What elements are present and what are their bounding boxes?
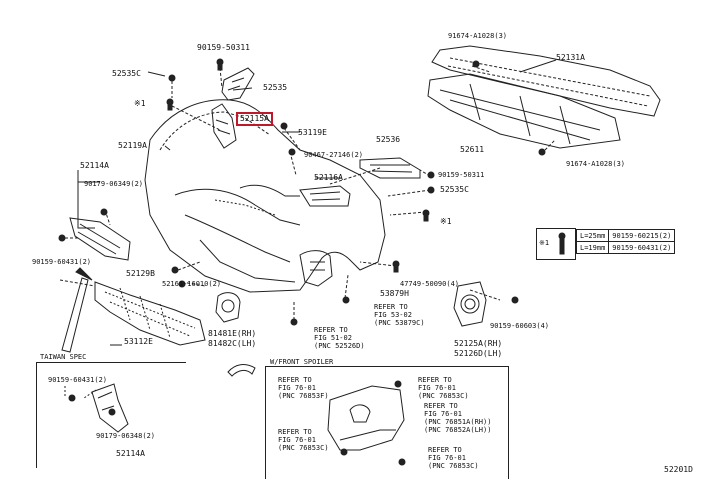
spoiler-ref-3-line3: (PNC 76851A(RH)) bbox=[424, 418, 492, 426]
label-52536: 52536 bbox=[376, 135, 401, 144]
label-91674-A1028-bottom: 91674-A1028(3) bbox=[566, 160, 626, 168]
spoiler-ref-1-line1: REFER TO bbox=[278, 376, 312, 384]
label-52114A-top: 52114A bbox=[80, 161, 109, 170]
fog-cover-81481E bbox=[215, 292, 241, 323]
spoiler-ref-4-line3: (PNC 76853C) bbox=[278, 444, 329, 452]
fastener-table: L=25mm 90159-60215(2) L=19mm 90159-60431… bbox=[575, 229, 676, 254]
table-icon bbox=[558, 232, 566, 255]
table-symbol-cell: ※1 bbox=[536, 228, 576, 260]
reinforcement-52131A bbox=[431, 45, 661, 117]
label-53112E: 53112E bbox=[124, 337, 153, 346]
ref-51-02-line1: REFER TO bbox=[314, 326, 348, 334]
label-52611: 52611 bbox=[460, 145, 485, 154]
bracket-52535 bbox=[221, 67, 255, 101]
front-spoiler-title: W/FRONT SPOILER bbox=[268, 358, 336, 366]
arrows bbox=[61, 267, 256, 377]
spoiler-ref-4-line1: REFER TO bbox=[278, 428, 312, 436]
label-52126D: 52126D(LH) bbox=[454, 349, 503, 358]
spoiler-ref-5-line2: FIG 76-01 bbox=[428, 454, 466, 462]
label-52161-16010: 52161-16010(2) bbox=[162, 280, 222, 288]
label-91674-A1028-top: 91674-A1028(3) bbox=[448, 32, 508, 40]
label-81481E: 81481E(RH) bbox=[208, 329, 257, 338]
leader-lines bbox=[59, 65, 556, 320]
table-row: L=19mm 90159-60431(2) bbox=[575, 241, 676, 254]
spoiler-ref-4[interactable]: REFER TO FIG 76-01 (PNC 76853C) bbox=[278, 428, 329, 452]
label-47749-50090: 47749-50090(4) bbox=[400, 280, 460, 288]
taiwan-spec-box bbox=[36, 362, 189, 468]
label-52131A: 52131A bbox=[556, 53, 585, 62]
spoiler-ref-5-line3: (PNC 76853C) bbox=[428, 462, 479, 470]
part-52116A bbox=[299, 185, 351, 207]
bracket-52114A bbox=[69, 217, 131, 261]
label-star1-right: ※1 bbox=[440, 217, 452, 226]
spoiler-ref-1-line2: FIG 76-01 bbox=[278, 384, 316, 392]
label-90179-06349: 90179-06349(2) bbox=[84, 180, 144, 188]
ref-51-02-line2: FIG 51-02 bbox=[314, 334, 352, 342]
table-cell-part: 90159-60431(2) bbox=[608, 241, 676, 254]
label-90159-60431-left: 90159-60431(2) bbox=[32, 258, 92, 266]
spoiler-ref-2-line3: (PNC 76853C) bbox=[418, 392, 469, 400]
taiwan-label-90159-60431: 90159-60431(2) bbox=[48, 376, 108, 384]
bracket-52536 bbox=[359, 157, 421, 179]
spoiler-ref-5-line1: REFER TO bbox=[428, 446, 462, 454]
label-star1-left: ※1 bbox=[134, 99, 146, 108]
label-90467-27146: 90467-27146(2) bbox=[304, 151, 364, 159]
ref-53-02-line3: (PNC 53879C) bbox=[374, 319, 425, 327]
front-spoiler-box bbox=[265, 366, 509, 479]
table-cell-part: 90159-60215(2) bbox=[608, 229, 676, 242]
absorber-52611 bbox=[427, 73, 621, 149]
label-52116A: 52116A bbox=[314, 173, 343, 182]
spoiler-ref-3-line1: REFER TO bbox=[424, 402, 458, 410]
label-52535C-top: 52535C bbox=[112, 69, 141, 78]
spoiler-ref-1[interactable]: REFER TO FIG 76-01 (PNC 76853F) bbox=[278, 376, 329, 400]
spoiler-ref-3[interactable]: REFER TO FIG 76-01 (PNC 76851A(RH)) (PNC… bbox=[424, 402, 491, 434]
front-spoiler-part bbox=[327, 380, 406, 466]
spoiler-ref-1-line3: (PNC 76853F) bbox=[278, 392, 329, 400]
ref-fig-53-02[interactable]: REFER TO FIG 53-02 (PNC 53879C) bbox=[374, 303, 425, 327]
spoiler-ref-4-line2: FIG 76-01 bbox=[278, 436, 316, 444]
fog-bracket-52125A bbox=[453, 281, 487, 327]
table-cell-length: L=19mm bbox=[575, 241, 610, 254]
table-symbol: ※1 bbox=[539, 239, 550, 247]
taiwan-label-90179-06348: 90179-06348(2) bbox=[96, 432, 156, 440]
ref-53-02-line2: FIG 53-02 bbox=[374, 311, 412, 319]
bracket-52115A bbox=[211, 103, 237, 149]
label-90159-50311-top: 90159-50311 bbox=[197, 43, 250, 52]
grille-53112E bbox=[94, 281, 206, 346]
label-52535C-right: 52535C bbox=[440, 185, 469, 194]
taiwan-box-top bbox=[36, 362, 186, 363]
taiwan-bracket bbox=[64, 383, 129, 433]
diagram-id: 52201D bbox=[664, 465, 693, 474]
ref-fig-51-02[interactable]: REFER TO FIG 51-02 (PNC 52526D) bbox=[314, 326, 365, 350]
bumper-cover-52119A bbox=[144, 99, 386, 293]
spoiler-ref-3-line2: FIG 76-01 bbox=[424, 410, 462, 418]
spoiler-ref-2-line2: FIG 76-01 bbox=[418, 384, 456, 392]
ref-51-02-line3: (PNC 52526D) bbox=[314, 342, 365, 350]
label-81482C: 81482C(LH) bbox=[208, 339, 257, 348]
spoiler-ref-3-line4: (PNC 76852A(LH)) bbox=[424, 426, 492, 434]
label-52129B: 52129B bbox=[126, 269, 155, 278]
label-52119A: 52119A bbox=[118, 141, 147, 150]
table-cell-length: L=25mm bbox=[575, 229, 610, 242]
taiwan-title: TAIWAN SPEC bbox=[38, 353, 89, 361]
label-52125A: 52125A(RH) bbox=[454, 339, 503, 348]
label-53879H: 53879H bbox=[380, 289, 409, 298]
table-row: L=25mm 90159-60215(2) bbox=[575, 229, 676, 242]
label-90159-50311-right: 90159-50311 bbox=[438, 171, 485, 179]
label-90159-60603: 90159-60603(4) bbox=[490, 322, 550, 330]
ref-53-02-line1: REFER TO bbox=[374, 303, 408, 311]
taiwan-label-52114A: 52114A bbox=[116, 449, 145, 458]
label-52535: 52535 bbox=[263, 83, 288, 92]
solid-leaders bbox=[77, 59, 557, 346]
label-52115A-highlight[interactable]: 52115A bbox=[236, 112, 273, 126]
spoiler-ref-2[interactable]: REFER TO FIG 76-01 (PNC 76853C) bbox=[418, 376, 469, 400]
label-53119E: 53119E bbox=[298, 128, 327, 137]
spoiler-ref-2-line1: REFER TO bbox=[418, 376, 452, 384]
fasteners bbox=[58, 58, 546, 326]
spoiler-ref-5[interactable]: REFER TO FIG 76-01 (PNC 76853C) bbox=[428, 446, 479, 470]
